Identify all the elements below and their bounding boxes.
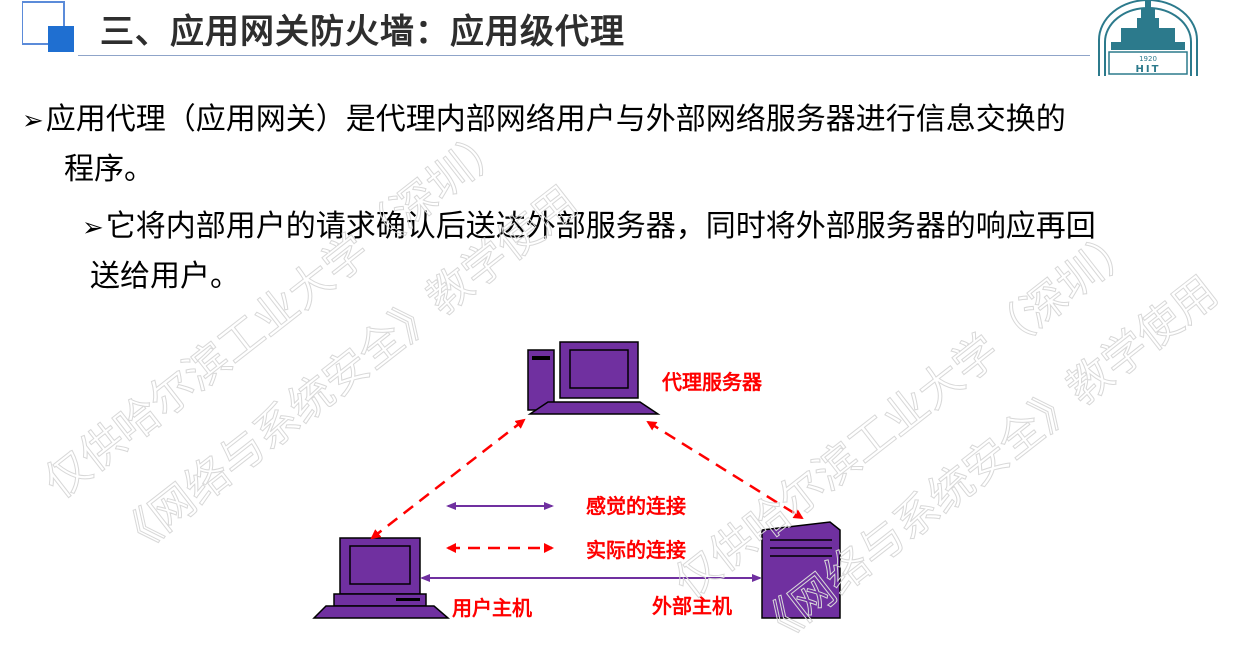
bullet-arrow-icon: ➢ — [22, 106, 44, 136]
bullet-application-proxy: ➢应用代理（应用网关）是代理内部网络用户与外部网络服务器进行信息交换的 — [22, 98, 1066, 143]
proxy-server-label: 代理服务器 — [662, 370, 762, 394]
bullet-application-proxy-continued: 程序。 — [64, 152, 154, 187]
page-title: 三、应用网关防火墙：应用级代理 — [100, 12, 625, 52]
sub-bullet-request-forwarding: ➢它将内部用户的请求确认后送达外部服务器，同时将外部服务器的响应再回 — [82, 205, 1096, 250]
legend-perceived-label: 感觉的连接 — [586, 494, 686, 518]
bullet-text: 应用代理（应用网关）是代理内部网络用户与外部网络服务器进行信息交换的 — [45, 102, 1066, 137]
title-divider — [78, 55, 1090, 56]
corner-decoration — [22, 1, 74, 52]
actual-connection-proxy-external — [646, 420, 804, 520]
user-host-label: 用户主机 — [452, 596, 532, 620]
bullet-arrow-icon: ➢ — [82, 213, 104, 243]
sub-bullet-request-forwarding-continued: 送给用户。 — [90, 259, 240, 294]
bullet-text: 它将内部用户的请求确认后送达外部服务器，同时将外部服务器的响应再回 — [105, 209, 1096, 244]
logo-text: HIT — [1136, 64, 1161, 75]
proxy-server-icon — [527, 341, 661, 415]
actual-connection-user-proxy — [370, 418, 526, 540]
external-host-label: 外部主机 — [652, 594, 732, 618]
user-host-icon — [312, 537, 451, 619]
hit-logo-icon: 1920 HIT — [1098, 0, 1198, 76]
logo-year: 1920 — [1139, 55, 1157, 63]
external-host-icon — [761, 521, 841, 619]
legend-actual-label: 实际的连接 — [586, 538, 686, 562]
